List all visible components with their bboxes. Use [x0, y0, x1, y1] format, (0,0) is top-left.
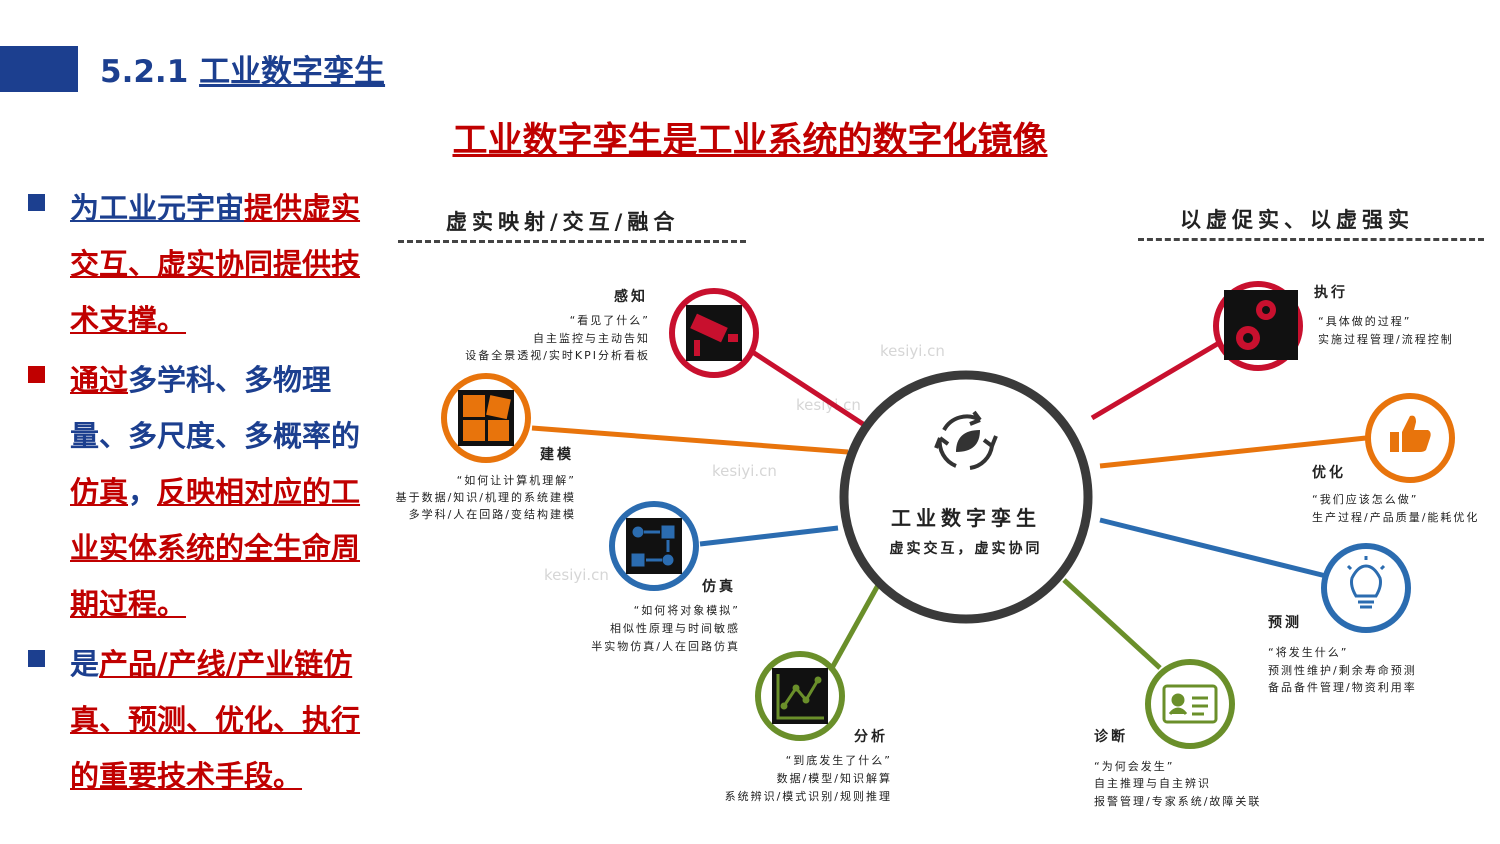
- watermark: kesiyi.cn: [544, 566, 609, 584]
- section-number: 5.2.1: [100, 54, 189, 90]
- node-optimization-title: 优化: [1312, 465, 1346, 481]
- bullet-3-seg-1: 是: [70, 647, 100, 681]
- node-diagnosis-line-2: 自主推理与自主辨识: [1094, 777, 1211, 790]
- node-analysis: [755, 651, 845, 741]
- gears-icon: [1236, 300, 1276, 350]
- node-perception-line-1: “看见了什么”: [569, 314, 650, 327]
- bullet-3-seg-2: 产品/产线/产业链仿真、预测、优化、执行的重要技术手段。: [70, 647, 361, 793]
- node-optimization: [1365, 393, 1455, 483]
- node-perception-line-2: 自主监控与主动告知: [533, 332, 650, 345]
- node-analysis-line-2: 数据/模型/知识解算: [776, 772, 892, 785]
- connector-execution: [1090, 337, 1226, 421]
- node-prediction-line-2: 预测性维护/剩余寿命预测: [1268, 664, 1417, 677]
- bullet-2-seg-4: ，: [128, 475, 158, 509]
- bullet-item-2: 通过多学科、多物理量、多尺度、多概率的仿真，反映相对应的工业实体系统的全生命周期…: [28, 352, 368, 632]
- node-prediction-title: 预测: [1268, 615, 1302, 631]
- bullet-2-seg-1: 通过: [70, 363, 129, 397]
- node-execution: [1213, 281, 1303, 371]
- node-modeling: [441, 373, 531, 463]
- node-perception: [669, 288, 759, 378]
- node-perception-title: 感知: [614, 289, 648, 305]
- bullet-square-icon: [28, 650, 45, 667]
- section-name: 工业数字孪生: [199, 54, 386, 90]
- connector-diagnosis: [1062, 578, 1162, 670]
- node-modeling-line-2: 基于数据/知识/机理的系统建模: [395, 491, 576, 504]
- node-simulation-title: 仿真: [702, 579, 736, 595]
- node-perception-line-3: 设备全景透视/实时KPI分析看板: [465, 349, 650, 362]
- bullet-1-seg-1: 为工业元宇宙: [70, 191, 245, 225]
- center-hub-title: 工业数字孪生: [891, 506, 1041, 530]
- connector-prediction: [1099, 517, 1327, 579]
- connector-analysis: [829, 576, 885, 670]
- bullet-square-icon: [28, 366, 45, 383]
- connector-optimization: [1099, 435, 1367, 469]
- main-title: 工业数字孪生是工业系统的数字化镜像: [452, 121, 1048, 161]
- puzzle-icon: [463, 395, 511, 441]
- node-simulation-line-1: “如何将对象模拟”: [633, 604, 740, 617]
- node-prediction-line-3: 备品备件管理/物资利用率: [1268, 681, 1417, 694]
- camera-icon: [690, 313, 738, 356]
- right-section-header: 以虚促实、以虚强实: [1180, 208, 1414, 232]
- bullet-list: 为工业元宇宙提供虚实交互、虚实协同提供技术支撑。 通过多学科、多物理量、多尺度、…: [28, 180, 368, 808]
- chart-icon: [776, 674, 824, 720]
- node-modeling-title: 建模: [540, 447, 574, 463]
- node-diagnosis: [1145, 659, 1235, 749]
- node-diagnosis-title: 诊断: [1094, 729, 1128, 745]
- lightbulb-icon: [1346, 556, 1386, 609]
- node-analysis-title: 分析: [854, 729, 888, 745]
- node-modeling-line-1: “如何让计算机理解”: [456, 474, 576, 487]
- thumbs-up-icon: [1390, 415, 1431, 452]
- node-optimization-line-2: 生产过程/产品质量/能耗优化: [1312, 511, 1480, 524]
- id-card-icon: [1162, 684, 1218, 724]
- node-optimization-line-1: “我们应该怎么做”: [1312, 493, 1419, 506]
- watermark: kesiyi.cn: [712, 462, 777, 480]
- node-simulation-line-2: 相似性原理与时间敏感: [610, 622, 740, 635]
- node-execution-line-2: 实施过程管理/流程控制: [1318, 333, 1454, 346]
- connector-simulation: [699, 525, 839, 547]
- node-analysis-line-3: 系统辨识/模式识别/规则推理: [724, 790, 892, 803]
- left-header-divider: [398, 240, 746, 243]
- header-accent-bar: [0, 46, 78, 92]
- node-simulation: [609, 501, 699, 591]
- node-prediction-line-1: “将发生什么”: [1268, 646, 1349, 659]
- node-diagnosis-line-1: “为何会发生”: [1094, 760, 1175, 773]
- bullet-2-seg-2: 多学科、多物理量、多尺度、多概率的: [70, 363, 361, 453]
- node-execution-line-1: “具体做的过程”: [1318, 315, 1412, 328]
- recycle-leaf-icon: [934, 410, 998, 470]
- center-hub-subtitle: 虚实交互，虚实协同: [889, 541, 1043, 557]
- left-section-header: 虚实映射/交互/融合: [446, 210, 680, 234]
- bullet-2-seg-5: 反映相对应的工业实体系统的全生命周期过程。: [70, 475, 361, 621]
- section-title: 5.2.1 工业数字孪生: [100, 46, 385, 91]
- node-simulation-line-3: 半实物仿真/人在回路仿真: [591, 640, 740, 653]
- bullet-1-seg-2: 提供虚实交互、虚实协同提供技术支撑。: [70, 191, 361, 337]
- right-header-divider: [1138, 238, 1484, 241]
- bullet-square-icon: [28, 194, 45, 211]
- node-execution-title: 执行: [1314, 285, 1348, 301]
- bullet-2-seg-3: 仿真: [70, 475, 129, 509]
- bullet-item-3: 是产品/产线/产业链仿真、预测、优化、执行的重要技术手段。: [28, 636, 368, 804]
- flow-icon: [631, 525, 675, 567]
- node-modeling-line-3: 多学科/人在回路/变结构建模: [408, 508, 576, 521]
- node-diagnosis-line-3: 报警管理/专家系统/故障关联: [1094, 795, 1262, 808]
- bullet-item-1: 为工业元宇宙提供虚实交互、虚实协同提供技术支撑。: [28, 180, 368, 348]
- connector-modeling: [531, 425, 849, 455]
- node-analysis-line-1: “到底发生了什么”: [785, 754, 892, 767]
- center-hub: [839, 370, 1093, 624]
- watermark: kesiyi.cn: [880, 342, 945, 360]
- node-prediction: [1321, 543, 1411, 633]
